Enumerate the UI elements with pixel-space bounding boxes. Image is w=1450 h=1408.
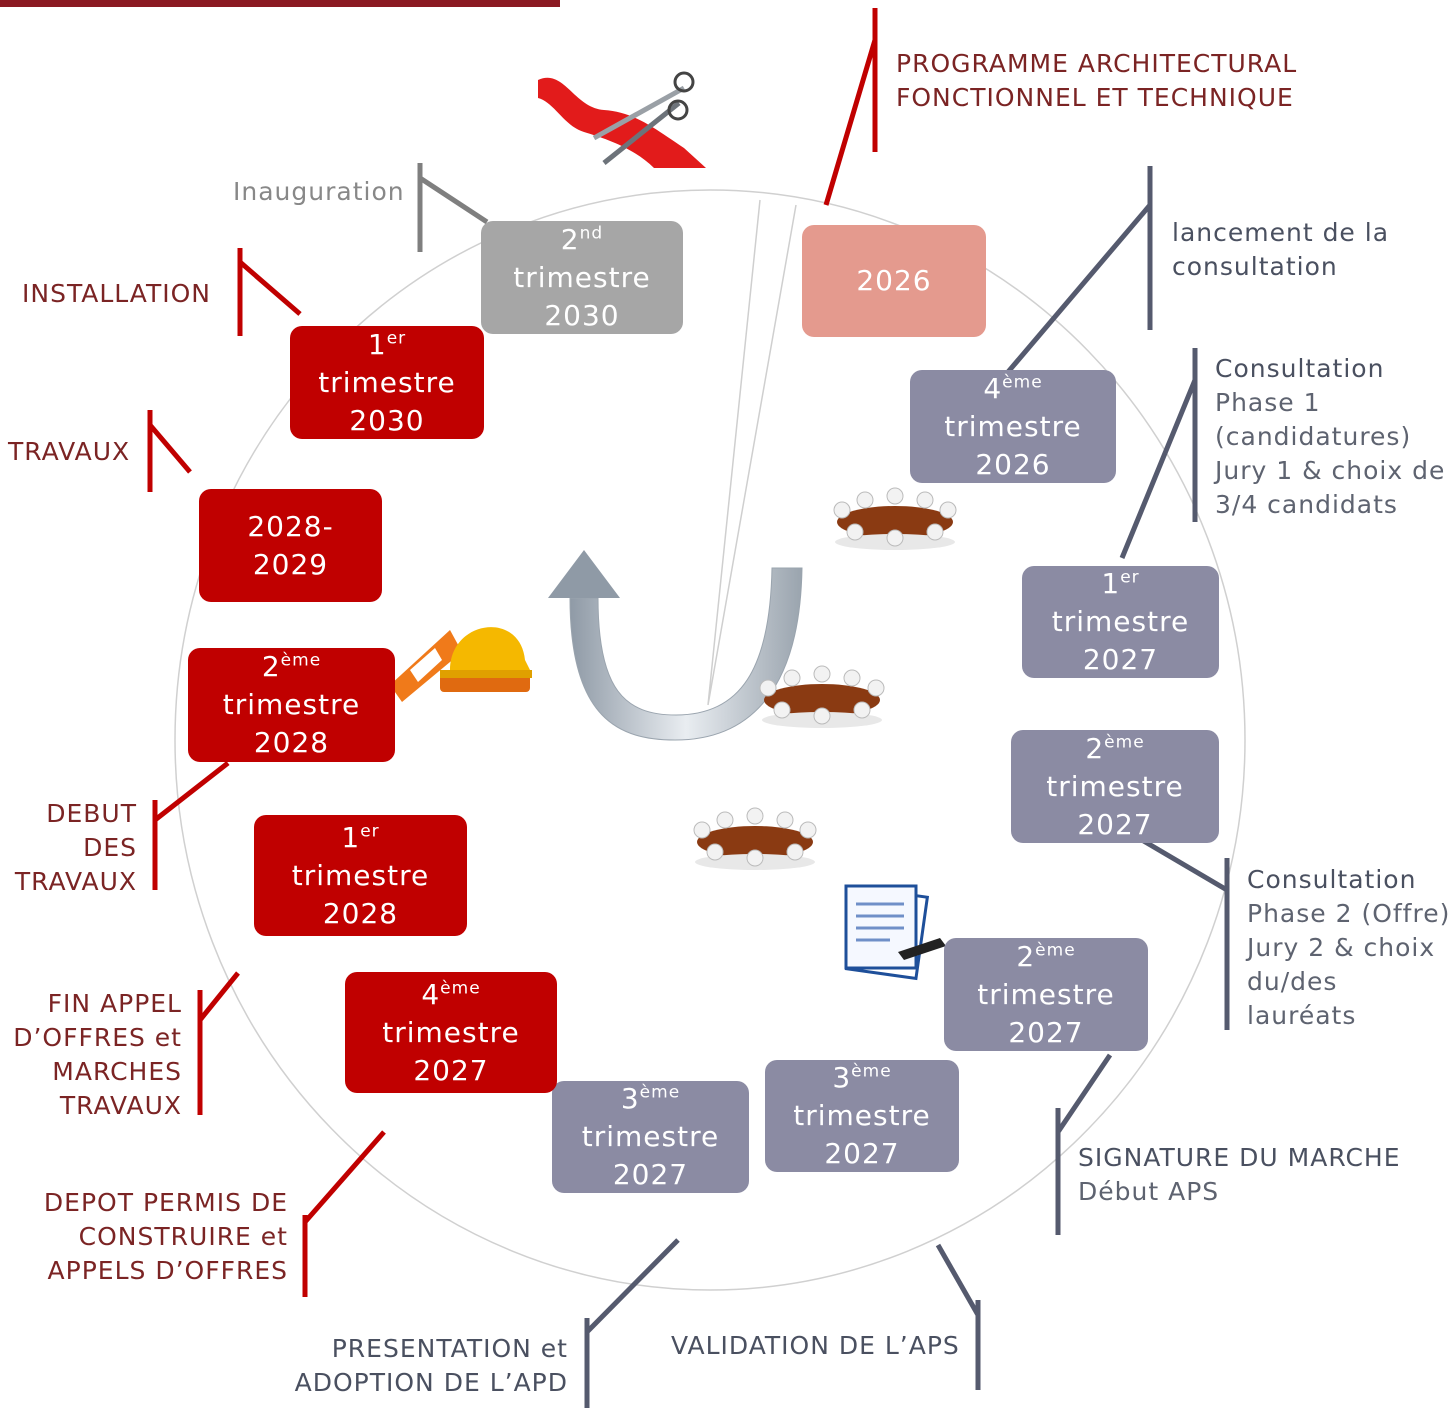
milestone-quarter: 2ème — [1085, 731, 1145, 765]
milestone-word: trimestre — [1046, 769, 1184, 803]
callout-fin-diag — [198, 971, 240, 1022]
meeting-table-icon — [693, 807, 817, 870]
label-validation-aps: VALIDATION DE L’APS — [671, 1331, 960, 1360]
callout-travaux-diag — [148, 423, 192, 474]
milestone-quarter: 3ème — [620, 1082, 681, 1115]
milestone-year: 2026 — [975, 447, 1051, 481]
milestone-word: trimestre — [944, 409, 1082, 443]
milestone-word: trimestre — [291, 858, 430, 892]
milestone-quarter: 2ème — [1016, 939, 1076, 973]
milestone-2028-2029: 2028- 2029 — [199, 489, 382, 602]
milestone-q1-2028: 1er trimestre 2028 — [254, 815, 467, 936]
milestone-quarter: 3ème — [832, 1061, 892, 1094]
ribbon-scissors-icon — [538, 71, 706, 168]
milestone-year: 2027 — [824, 1137, 900, 1170]
callout-debut-diag — [153, 761, 230, 822]
label-inauguration: Inauguration — [233, 177, 405, 206]
label-installation: INSTALLATION — [22, 279, 211, 308]
milestone-word: trimestre — [977, 977, 1115, 1011]
label-presentation-apd: PRESENTATION et ADOPTION DE L’APD — [294, 1334, 568, 1397]
milestone-quarter: 1er — [341, 820, 380, 854]
label-consultation-phase-2: Consultation Phase 2 (Offre) Jury 2 & ch… — [1247, 865, 1450, 1030]
milestone-word: trimestre — [513, 260, 651, 294]
top-accent-bar — [0, 0, 560, 7]
milestone-year: 2027 — [1082, 643, 1159, 676]
milestone-quarter: 1er — [1101, 567, 1140, 600]
milestone-year: 2030 — [349, 403, 425, 437]
milestone-q4-2027: 4ème trimestre 2027 — [345, 972, 557, 1093]
hard-hat-cone-icon — [390, 627, 532, 702]
milestone-q1-2027: 1er trimestre 2027 — [1022, 566, 1219, 678]
milestone-q2-2028: 2ème trimestre 2028 — [188, 648, 395, 762]
milestone-year: 2027 — [413, 1053, 489, 1087]
contract-signature-icon — [844, 884, 946, 981]
milestone-quarter: 2nd — [560, 222, 604, 256]
milestone-year: 2029 — [252, 547, 329, 581]
label-lancement: lancement de la consultation — [1172, 218, 1390, 281]
label-depot-permis: DEPOT PERMIS DE CONSTRUIRE et APPELS D’O… — [43, 1188, 288, 1285]
callout-validation-diag — [935, 1243, 981, 1317]
callout-consult2-diag — [1140, 837, 1229, 893]
milestone-year: 2027 — [1077, 807, 1153, 841]
milestone-2026: 2026 — [802, 225, 986, 337]
milestone-year: 2028 — [322, 896, 399, 930]
milestone-word: trimestre — [222, 688, 361, 721]
milestone-word: trimestre — [318, 365, 456, 399]
cycle-wedge — [707, 199, 797, 706]
label-signature-marche: SIGNATURE DU MARCHE Début APS — [1078, 1143, 1401, 1206]
milestone-word: trimestre — [581, 1120, 720, 1153]
callout-programme-diag — [823, 39, 878, 206]
milestone-year: 2026 — [856, 264, 932, 297]
label-fin-appel-offres: FIN APPEL D’OFFRES et MARCHES TRAVAUX — [13, 989, 182, 1120]
milestone-year: 2027 — [612, 1158, 689, 1191]
milestone-q3-2027-a: 3ème trimestre 2027 — [765, 1060, 959, 1172]
cycle-track — [174, 189, 1246, 1291]
milestone-q2-2030: 2nd trimestre 2030 — [481, 221, 683, 334]
milestone-year: 2027 — [1008, 1015, 1084, 1049]
milestone-year: 2028- — [247, 509, 334, 543]
milestone-q2-2027-a: 2ème trimestre 2027 — [1011, 730, 1219, 843]
milestone-q3-2027-b: 3ème trimestre 2027 — [552, 1081, 749, 1193]
callout-lancement-diag — [1006, 203, 1152, 374]
callout-presentation-diag — [585, 1238, 680, 1334]
callout-installation-diag — [238, 260, 302, 316]
milestone-quarter: 4ème — [421, 977, 481, 1011]
milestone-year: 2028 — [253, 726, 330, 759]
callout-signature-diag — [1055, 1053, 1113, 1134]
meeting-table-icon — [833, 487, 957, 550]
callout-depot-diag — [303, 1130, 386, 1224]
callout-consult1-diag — [1119, 379, 1198, 559]
milestone-quarter: 2ème — [261, 650, 322, 683]
milestone-year: 2030 — [544, 298, 620, 332]
label-programme: PROGRAMME ARCHITECTURAL FONCTIONNEL ET T… — [896, 49, 1298, 112]
milestone-word: trimestre — [793, 1099, 931, 1132]
label-consultation-phase-1: Consultation Phase 1 (candidatures) Jury… — [1215, 354, 1446, 519]
callout-inauguration-diag — [418, 175, 489, 225]
milestone-word: trimestre — [382, 1015, 520, 1049]
milestone-q1-2030: 1er trimestre 2030 — [290, 326, 484, 439]
label-travaux: TRAVAUX — [8, 437, 131, 466]
label-debut-travaux: DEBUT DES TRAVAUX — [14, 799, 137, 896]
milestone-q4-2026: 4ème trimestre 2026 — [910, 370, 1116, 483]
milestone-word: trimestre — [1051, 605, 1190, 638]
milestone-quarter: 1er — [367, 327, 407, 361]
cycle-arrow-icon — [548, 550, 803, 741]
milestone-q2-2027-b: 2ème trimestre 2027 — [944, 938, 1148, 1051]
milestone-quarter: 4ème — [983, 371, 1043, 405]
meeting-table-icon — [759, 665, 885, 728]
